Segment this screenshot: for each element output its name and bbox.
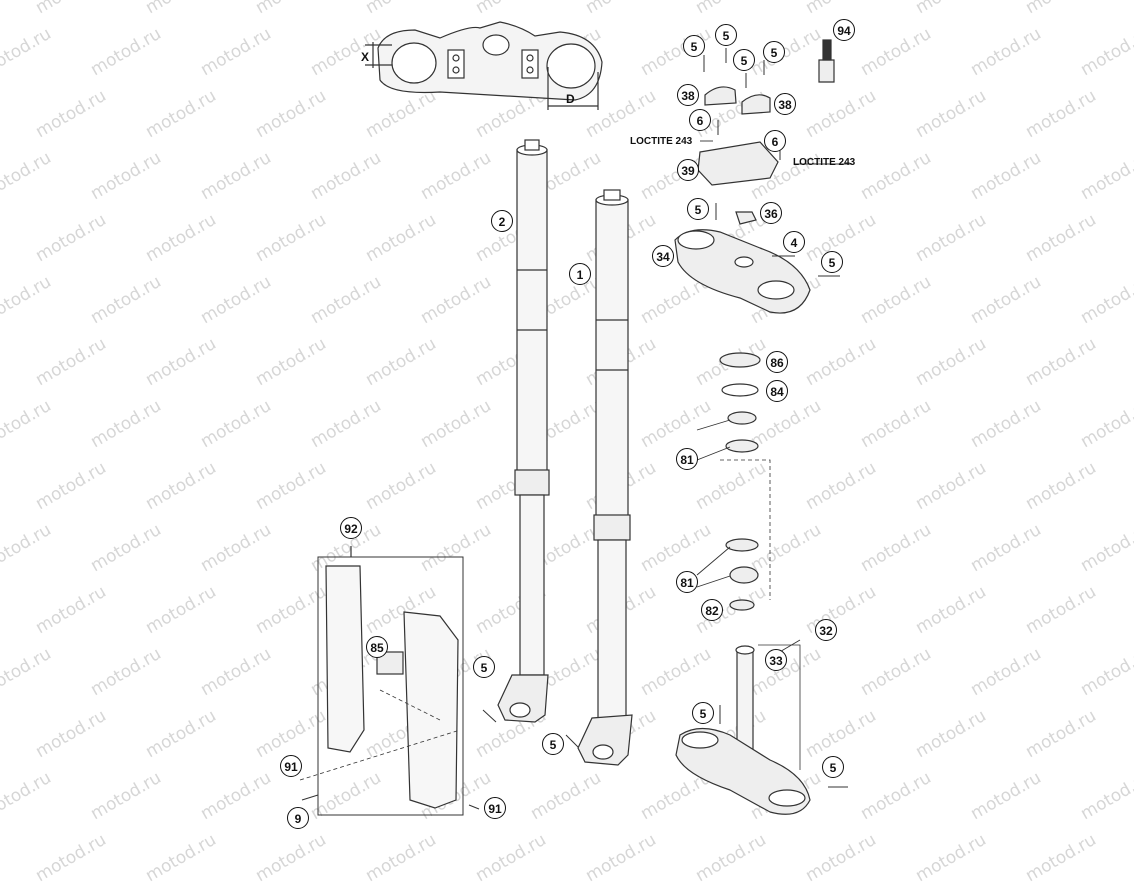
fork-exploded-diagram bbox=[0, 0, 1134, 851]
callout-5: 5 bbox=[687, 198, 709, 220]
callout-5: 5 bbox=[733, 49, 755, 71]
callout-36: 36 bbox=[760, 202, 782, 224]
callout-92: 92 bbox=[340, 517, 362, 539]
callout-91: 91 bbox=[484, 797, 506, 819]
callout-34: 34 bbox=[652, 245, 674, 267]
callout-5: 5 bbox=[692, 702, 714, 724]
callout-5: 5 bbox=[542, 733, 564, 755]
callout-5: 5 bbox=[473, 656, 495, 678]
callout-94: 94 bbox=[833, 19, 855, 41]
callout-38: 38 bbox=[774, 93, 796, 115]
callout-5: 5 bbox=[821, 251, 843, 273]
callout-38: 38 bbox=[677, 84, 699, 106]
callout-5: 5 bbox=[822, 756, 844, 778]
callout-86: 86 bbox=[766, 351, 788, 373]
callout-91: 91 bbox=[280, 755, 302, 777]
callout-1: 1 bbox=[569, 263, 591, 285]
callout-6: 6 bbox=[764, 130, 786, 152]
callout-82: 82 bbox=[701, 599, 723, 621]
callout-81: 81 bbox=[676, 571, 698, 593]
callout-32: 32 bbox=[815, 619, 837, 641]
callout-5: 5 bbox=[715, 24, 737, 46]
callout-85: 85 bbox=[366, 636, 388, 658]
callout-4: 4 bbox=[783, 231, 805, 253]
fork-guard-assembly bbox=[300, 546, 463, 815]
loctite-note-right: LOCTITE 243 bbox=[793, 157, 855, 168]
callout-84: 84 bbox=[766, 380, 788, 402]
callout-39: 39 bbox=[677, 159, 699, 181]
callout-9: 9 bbox=[287, 807, 309, 829]
callout-81: 81 bbox=[676, 448, 698, 470]
callout-5: 5 bbox=[683, 35, 705, 57]
callout-5: 5 bbox=[763, 41, 785, 63]
callout-33: 33 bbox=[765, 649, 787, 671]
dimension-d-label: D bbox=[566, 92, 575, 106]
clamp-parts bbox=[675, 40, 834, 313]
loctite-note-left: LOCTITE 243 bbox=[630, 136, 692, 147]
dimension-x-label: X bbox=[361, 50, 369, 64]
callout-2: 2 bbox=[491, 210, 513, 232]
callout-6: 6 bbox=[689, 109, 711, 131]
